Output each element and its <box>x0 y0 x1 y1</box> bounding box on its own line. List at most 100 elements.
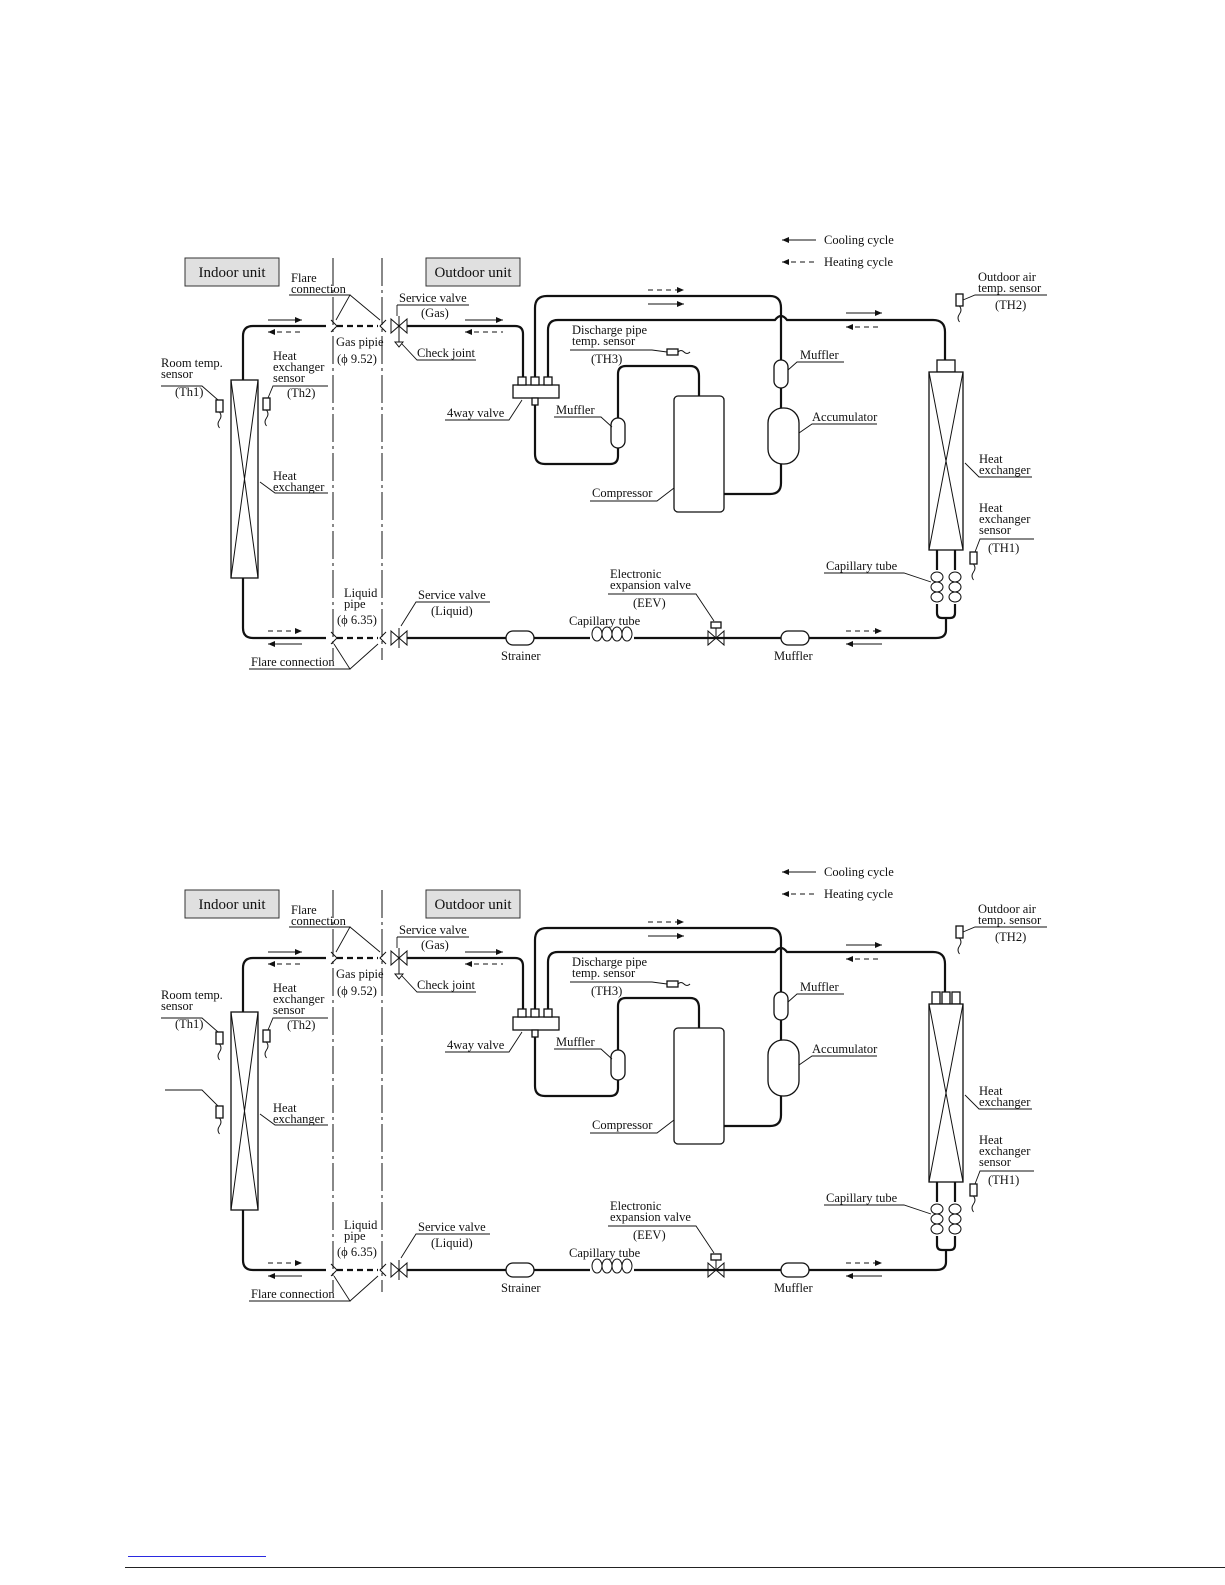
indoor-unit-label: Indoor unit <box>198 897 266 913</box>
compressor <box>673 1027 725 1145</box>
indoor-liquid-pipe <box>241 578 326 640</box>
outdoor-gas-arrow-cooling <box>465 949 503 955</box>
outdoor-unit-label: Outdoor unit <box>434 265 512 281</box>
outdoor-air-sensor <box>955 293 964 323</box>
outdoor-pipe-arrow-heating <box>846 324 882 330</box>
gas-pipe-label-line-0: Gas pipie <box>336 967 384 981</box>
discharge-sensor-label-line-0: Discharge pipe <box>572 955 648 969</box>
capillary-tube-bottom-label: Capillary tube <box>569 1246 641 1260</box>
outdoor-hx-sensor-label-line-2: sensor <box>979 523 1012 537</box>
flare-connection-top-label-line-1: connection <box>291 914 347 928</box>
flare-connection-bottom-label: Flare connection <box>251 655 335 669</box>
discharge-sensor-id: (TH3) <box>591 352 622 366</box>
hx-to-capillary-pipes <box>935 1182 957 1202</box>
compressor-leader <box>590 1119 675 1134</box>
capillary-tube-right-label: Capillary tube <box>826 1191 898 1205</box>
outdoor-air-sensor-label-line-1: temp. sensor <box>978 913 1042 927</box>
outdoor-heat-exchanger <box>928 359 964 551</box>
strainer <box>505 1262 535 1278</box>
liquid-pipe-label-line-1: pipe <box>344 1229 366 1243</box>
outdoor-hx-sensor <box>969 1183 978 1213</box>
four-way-valve-leader <box>445 1031 523 1053</box>
outdoor-hx-sensor-label-line-2: sensor <box>979 1155 1012 1169</box>
muffler-accumulator <box>773 359 789 389</box>
outdoor-air-sensor-label-line-0: Outdoor air <box>978 902 1037 916</box>
indoor-hx-leader <box>259 1113 328 1126</box>
outdoor-air-sensor-leader <box>962 926 1047 933</box>
liquid-arrow-cooling <box>846 1273 882 1279</box>
indoor-gas-arrow-heating <box>268 329 302 335</box>
liquid-pipe-label-line-1: pipe <box>344 597 366 611</box>
indoor-hx-sensor-label-line-1: exchanger <box>273 992 325 1006</box>
strainer-label: Strainer <box>501 649 541 663</box>
flare-connection-top-leader <box>289 926 381 953</box>
electronic-expansion-valve <box>707 621 725 647</box>
discharge-temp-sensor <box>666 980 691 988</box>
liquid-arrow-cooling <box>846 641 882 647</box>
flare-connection-bottom-leader <box>249 643 379 670</box>
discharge-loop-pipe <box>533 294 783 377</box>
strainer <box>505 630 535 646</box>
indoor-hx-sensor-label-line-1: exchanger <box>273 360 325 374</box>
outdoor-gas-arrow-cooling <box>465 317 503 323</box>
eev-leader <box>608 593 715 622</box>
capillary-coil-bottom <box>590 1258 634 1280</box>
indoor-hx-label-line-1: exchanger <box>273 480 325 494</box>
capillary-join <box>935 1236 957 1252</box>
hx-to-capillary-pipes <box>935 550 957 570</box>
accumulator-label: Accumulator <box>812 1042 878 1056</box>
accumulator-leader <box>798 423 877 434</box>
footer-link-underline[interactable] <box>128 1556 266 1557</box>
indoor-hx-sensor-id: (Th2) <box>287 1018 315 1032</box>
outdoor-gas-pipe <box>407 324 525 380</box>
service-valve-liquid-label-line-1: (Liquid) <box>431 604 473 618</box>
extra-indoor-sensor-leader <box>165 1089 219 1107</box>
outdoor-hx-sensor-label-line-0: Heat <box>979 501 1003 515</box>
eev-label-line-2: (EEV) <box>633 596 666 610</box>
legend-cooling-arrow <box>782 237 816 243</box>
capillary-tube-right-leader <box>824 1204 932 1215</box>
outdoor-hx-label-line-0: Heat <box>979 1084 1003 1098</box>
flare-connection-top-label-line-1: connection <box>291 282 347 296</box>
indoor-unit-box: Indoor unit <box>184 889 280 919</box>
room-temp-sensor-label-line-1: sensor <box>161 367 194 381</box>
indoor-unit-box: Indoor unit <box>184 257 280 287</box>
indoor-hx-sensor-id: (Th2) <box>287 386 315 400</box>
eev-leader <box>608 1225 715 1254</box>
outdoor-hx-sensor-id: (TH1) <box>988 1173 1019 1187</box>
outdoor-air-sensor-label-line-0: Outdoor air <box>978 270 1037 284</box>
check-joint-label: Check joint <box>417 978 476 992</box>
indoor-hx-sensor-label-line-0: Heat <box>273 349 297 363</box>
gas-pipe-label-line-1: (ϕ 9.52) <box>337 352 377 366</box>
outdoor-hx-label-line-1: exchanger <box>979 463 1031 477</box>
discharge-sensor-label-line-0: Discharge pipe <box>572 323 648 337</box>
legend-heating-label: Heating cycle <box>824 887 894 901</box>
four-way-valve-leader <box>445 399 523 421</box>
discharge-sensor-leader <box>570 349 668 353</box>
compressor-top-pipe <box>616 364 701 418</box>
muffler-bottom-label: Muffler <box>774 1281 813 1295</box>
service-valve-gas-label-line-1: (Gas) <box>421 306 449 320</box>
outdoor-hx-leader <box>964 462 1032 478</box>
compressor-label: Compressor <box>592 486 653 500</box>
legend-heating-arrow <box>782 259 816 265</box>
outdoor-unit-box: Outdoor unit <box>425 257 521 287</box>
legend-heating-arrow <box>782 891 816 897</box>
service-valve-gas-label-line-0: Service valve <box>399 923 467 937</box>
flare-connection-bottom-label: Flare connection <box>251 1287 335 1301</box>
liquid-pipe-label-line-2: (ϕ 6.35) <box>337 613 377 627</box>
outdoor-hx-sensor-id: (TH1) <box>988 541 1019 555</box>
gas-pipe-label-line-0: Gas pipie <box>336 335 384 349</box>
room-temp-sensor-leader <box>161 1017 219 1033</box>
flare-connection-top-leader <box>289 294 381 321</box>
indoor-hx-sensor-label-line-2: sensor <box>273 371 306 385</box>
indoor-gas-pipe <box>241 956 326 1012</box>
indoor-liquid-arrow-heating <box>268 1260 302 1266</box>
liquid-arrow-heating <box>846 628 882 634</box>
check-joint <box>393 333 405 348</box>
service-valve-liquid-leader <box>400 601 490 627</box>
outdoor-hx-sensor-leader <box>974 538 1034 553</box>
